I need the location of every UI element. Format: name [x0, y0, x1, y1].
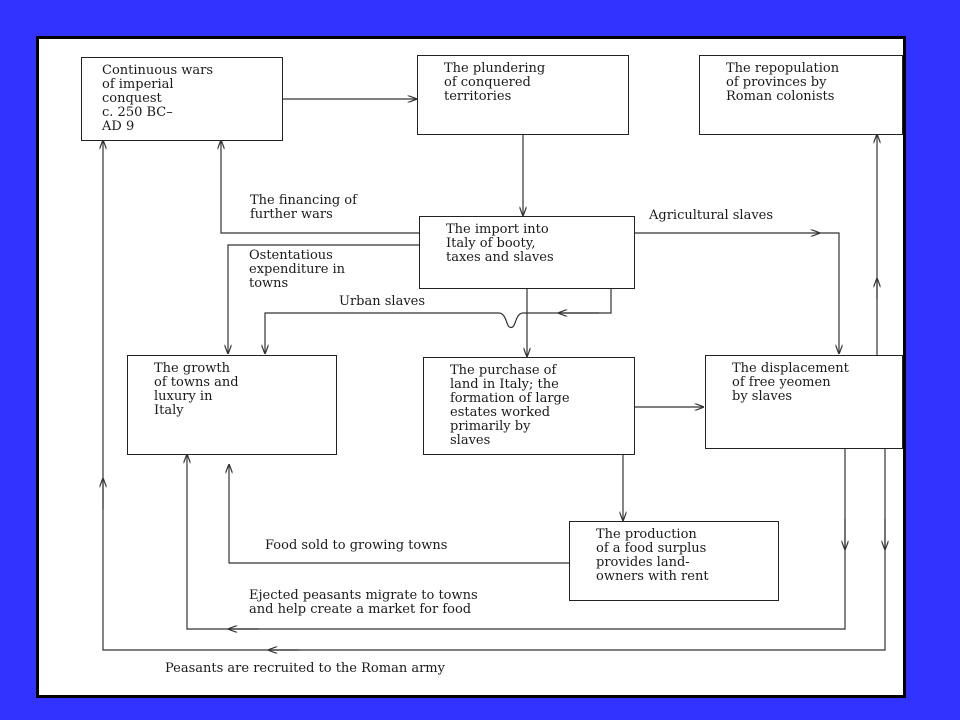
box-plundering: The plundering of conquered territories [417, 55, 629, 135]
box-import: The import into Italy of booty, taxes an… [419, 216, 635, 289]
arrow-import-to-wars [221, 141, 419, 234]
label-agricultural-slaves: Agricultural slaves [649, 208, 774, 223]
label-food-sold: Food sold to growing towns [265, 538, 448, 553]
arrow-food-sold [229, 465, 569, 564]
box-growth: The growth of towns and luxury in Italy [127, 355, 337, 455]
arrow-lines [39, 39, 903, 695]
arrow-import-to-growth [228, 244, 419, 353]
box-production: The production of a food surplus provide… [569, 521, 779, 601]
diagram-frame: Continuous wars of imperial conquest c. … [36, 36, 906, 698]
arrow-urban-slaves [265, 289, 612, 353]
box-repopulation: The repopulation of provinces by Roman c… [699, 55, 903, 135]
label-recruited: Peasants are recruited to the Roman army [165, 661, 445, 676]
box-displacement: The displacement of free yeomen by slave… [705, 355, 903, 449]
label-ejected-peasants: Ejected peasants migrate to towns and he… [249, 588, 478, 617]
label-ostentatious: Ostentatious expenditure in towns [249, 248, 346, 291]
arrow-agri-to-displacement [819, 232, 839, 353]
label-urban-slaves: Urban slaves [339, 294, 426, 309]
box-wars: Continuous wars of imperial conquest c. … [81, 57, 283, 141]
label-financing: The financing of further wars [250, 193, 357, 222]
box-purchase: The purchase of land in Italy; the forma… [423, 357, 635, 455]
